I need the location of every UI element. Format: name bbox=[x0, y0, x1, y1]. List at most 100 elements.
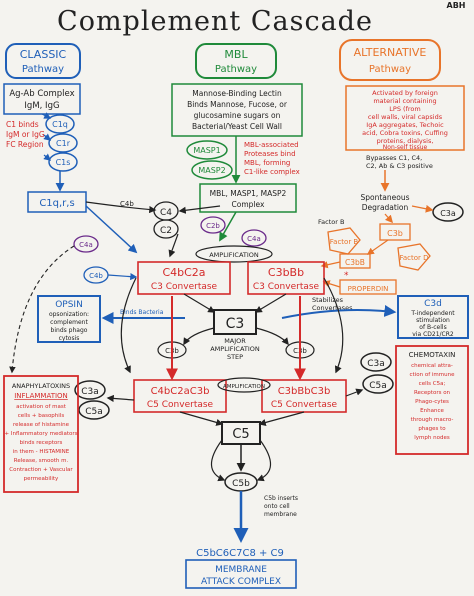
chemo-line-1: chemical attra- bbox=[411, 363, 453, 369]
alt-desc-1: Activated by foreign bbox=[372, 89, 438, 97]
c3a-right-node bbox=[360, 352, 392, 372]
major-amp-3: STEP bbox=[227, 353, 243, 361]
c3-center-box bbox=[213, 309, 257, 335]
c5-loop-right bbox=[256, 439, 272, 482]
c2b-node bbox=[200, 216, 226, 234]
mbl-complex-box bbox=[199, 183, 297, 213]
c5b-note-1: C5b inserts bbox=[264, 495, 298, 502]
c3d-group: C3d T-independent stimulation of B-cells… bbox=[281, 295, 469, 339]
factor-b-shape bbox=[327, 227, 361, 255]
mbl-desc-3: glucosamine sugars on bbox=[194, 111, 281, 120]
c4a-left-node bbox=[73, 235, 99, 253]
c3-to-c3b-left bbox=[183, 327, 215, 346]
spontaneous-2: Degradation bbox=[362, 203, 409, 212]
alt-desc-5: IgA aggregates, Techoic bbox=[366, 121, 444, 129]
properdin-note-1: Stabilizes bbox=[312, 296, 344, 304]
mbl-desc-1: Mannose-Binding Lectin bbox=[192, 89, 282, 98]
c1-to-c4 bbox=[85, 201, 157, 214]
chemo-line-2: ction of immune bbox=[410, 372, 456, 378]
properdin-star: * bbox=[344, 271, 349, 281]
convertase-right-to-c3 bbox=[254, 293, 287, 313]
chemo-line-6: Enhance bbox=[420, 408, 444, 414]
c2-node bbox=[153, 219, 179, 239]
mbl-subtitle: Pathway bbox=[215, 64, 257, 75]
opsin-line-2: complement bbox=[50, 319, 88, 326]
c1q-label: C1q bbox=[52, 120, 68, 129]
anaph-line-4: + Inflammatory mediators bbox=[5, 431, 78, 437]
mbl-desc-2: Binds Mannose, Fucose, or bbox=[187, 100, 288, 109]
anaph-line-3: release of histamine bbox=[13, 422, 70, 428]
alternative-pathway: ALTERNATIVE Pathway Activated by foreign… bbox=[339, 39, 465, 212]
mbl-to-c4 bbox=[178, 205, 221, 214]
masp-note-3: MBL, forming bbox=[244, 159, 290, 167]
c4b-to-convertase bbox=[107, 272, 138, 281]
alt-bypass-1: Bypasses C1, C4, bbox=[366, 154, 422, 162]
c4a-dash-arrow bbox=[9, 245, 75, 374]
opsin-line-4: cytosis bbox=[59, 335, 80, 342]
mbl-pathway: MBL Pathway Mannose-Binding Lectin Binds… bbox=[171, 43, 303, 213]
amplification-oval-bottom bbox=[217, 377, 271, 393]
alt-desc-8: Non-self tissue bbox=[383, 144, 428, 151]
factor-b-edge-label: Factor B bbox=[318, 218, 344, 226]
c3bbb-title: C3bBb bbox=[268, 266, 304, 279]
opsin-group: OPSIN opsonization: complement binds pha… bbox=[37, 295, 185, 343]
alt-subtitle: Pathway bbox=[369, 64, 411, 75]
masp1-node bbox=[186, 140, 228, 160]
masp2-label: MASP2 bbox=[198, 166, 225, 175]
alt-desc-7: proteins, dialysis, bbox=[377, 137, 434, 145]
inflammation-title: INFLAMMATION bbox=[14, 392, 68, 400]
c5a-right-label: C5a bbox=[369, 381, 387, 391]
classic-arrow-c1s bbox=[43, 153, 52, 161]
c5conv-left-to-c5 bbox=[179, 411, 224, 426]
opsin-title: OPSIN bbox=[55, 300, 83, 310]
chemo-line-4: Receptors on bbox=[414, 390, 451, 396]
c2-label: C2 bbox=[160, 226, 172, 236]
anaph-line-8: Contraction + Vascular bbox=[9, 467, 73, 473]
c3bbb-subtitle: C3 Convertase bbox=[253, 282, 320, 292]
masp-note-2: Proteases bind bbox=[244, 150, 296, 158]
c3bb-to-c3bbb bbox=[320, 261, 341, 269]
classic-c1-note-2: IgM or IgG bbox=[6, 130, 45, 139]
opsin-line-3: binds phago bbox=[51, 327, 88, 334]
c4bc2a-title: C4bC2a bbox=[162, 266, 205, 279]
loop-left bbox=[120, 277, 137, 374]
c3bbbc3b-subtitle: C5 Convertase bbox=[271, 400, 338, 410]
chemo-line-9: lymph nodes bbox=[414, 435, 450, 441]
c5b-note-3: membrane bbox=[264, 511, 297, 518]
mbl-title-box bbox=[195, 43, 277, 79]
c1-to-c4bc2a bbox=[85, 205, 138, 254]
classic-arrow-c1r bbox=[43, 133, 52, 141]
c4a-left-label: C4a bbox=[79, 241, 93, 249]
mbl-to-c3bbb bbox=[219, 211, 237, 242]
alt-desc-box bbox=[345, 85, 465, 151]
anaph-line-7: Release, smooth m. bbox=[14, 458, 69, 464]
mac-components: C5bC6C7C8 + C9 bbox=[196, 548, 284, 559]
masp1-label: MASP1 bbox=[193, 146, 220, 155]
c5a-right-node bbox=[362, 374, 394, 394]
c1qrs-label: C1q,r,s bbox=[39, 198, 74, 209]
c3-to-c3b-right bbox=[255, 327, 289, 346]
c3bb-label: C3bB bbox=[345, 258, 365, 267]
mac-title-1: MEMBRANE bbox=[215, 565, 267, 575]
chemotaxin-box bbox=[395, 345, 469, 455]
classic-complex-ig: IgM, IgG bbox=[24, 101, 59, 111]
alt-bypass-2: C2, Ab & C3 positive bbox=[366, 162, 433, 170]
alt-side-nodes: C3a C3b Factor B Factor B Factor D C3bB … bbox=[312, 202, 464, 312]
amplification-oval-top bbox=[195, 245, 273, 263]
mbl-complex-2: Complex bbox=[232, 200, 265, 209]
anaphylatoxins-title: ANAPHYLATOXINS bbox=[12, 382, 70, 390]
anaph-line-2: cells + basophils bbox=[18, 413, 65, 419]
chemotaxin-group: CHEMOTAXIN chemical attra- ction of immu… bbox=[395, 345, 469, 455]
c1r-node bbox=[48, 133, 78, 153]
c5a-left-label: C5a bbox=[85, 407, 103, 417]
chemo-line-5: Phago-cytes bbox=[415, 399, 449, 405]
c3a-left-label: C3a bbox=[81, 387, 99, 397]
c3d-line-3: of B-cells bbox=[419, 324, 446, 331]
c5a-to-left bbox=[106, 394, 135, 403]
chemotaxin-title: CHEMOTAXIN bbox=[409, 351, 456, 359]
c3b-to-c3bb bbox=[366, 239, 389, 255]
spont-to-c3b bbox=[384, 213, 394, 224]
diagram-title: Complement Cascade bbox=[57, 6, 373, 37]
c3a-right-label: C3a bbox=[367, 359, 385, 369]
